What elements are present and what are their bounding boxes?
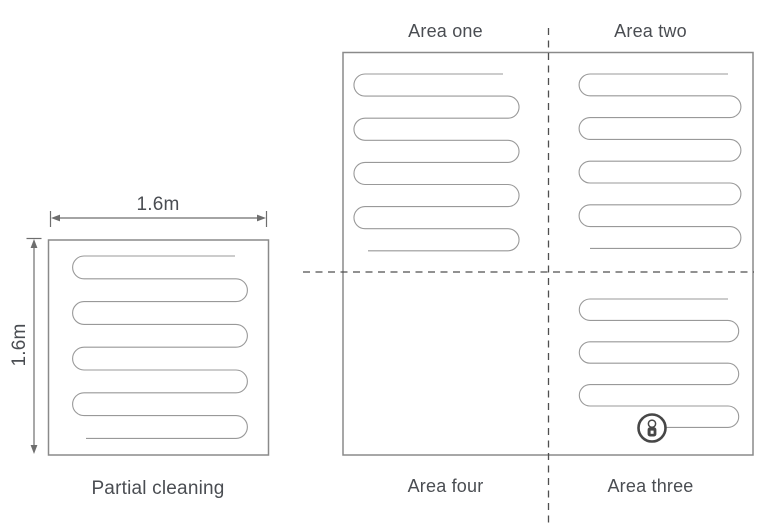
area-three-serpentine-path <box>578 298 740 428</box>
area-four-label: Area four <box>407 476 484 496</box>
area-one-label: Area one <box>408 21 483 41</box>
robot-vacuum-icon <box>637 413 667 443</box>
height-dimension-label: 1.6m <box>9 323 30 367</box>
partial-cleaning-box <box>47 239 270 456</box>
area-three-label: Area three <box>607 476 694 496</box>
arrow-left-icon <box>51 214 60 222</box>
partial-cleaning-serpentine-path <box>72 255 248 439</box>
partial-cleaning-caption: Partial cleaning <box>91 478 225 499</box>
area-one-serpentine-path <box>353 73 520 252</box>
robot-body-notch <box>650 430 654 434</box>
area-two-label: Area two <box>614 21 687 41</box>
arrow-down-icon <box>30 445 38 454</box>
area-two-serpentine-path <box>578 73 742 249</box>
width-dimension-arrow <box>49 211 268 227</box>
arrow-right-icon <box>257 214 266 222</box>
height-dimension-arrow <box>26 237 42 454</box>
width-dimension-label: 1.6m <box>136 194 180 215</box>
arrow-up-icon <box>30 239 38 248</box>
